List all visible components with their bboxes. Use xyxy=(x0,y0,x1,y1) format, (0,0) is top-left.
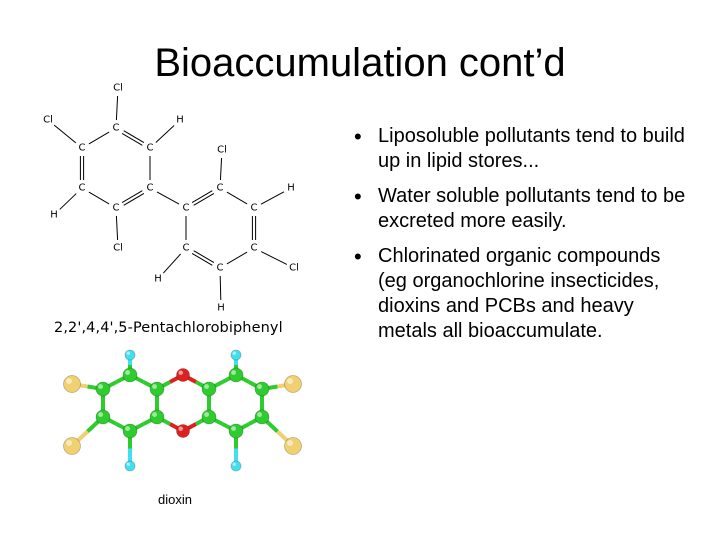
carbon-atom-ball xyxy=(228,367,244,383)
atom-highlight xyxy=(231,370,236,375)
atom-highlight xyxy=(204,384,209,389)
bond-line xyxy=(115,215,119,241)
atom-highlight xyxy=(98,412,104,417)
atom-label: Cl xyxy=(113,243,123,254)
atom-highlight xyxy=(66,440,72,446)
double-bond-line xyxy=(191,190,213,203)
carbon-atom-ball xyxy=(122,423,138,439)
bond-line xyxy=(59,193,77,210)
atom-label: C xyxy=(113,203,120,214)
atom-label: H xyxy=(287,183,295,194)
atom-label: C xyxy=(79,143,86,154)
carbon-atom-ball xyxy=(122,367,138,383)
carbon-atom-ball xyxy=(201,381,217,397)
atom-label: C xyxy=(147,183,154,194)
carbon-atom-ball xyxy=(95,409,111,425)
atom-label: H xyxy=(154,274,162,285)
bullet-item: Liposoluble pollutants tend to build up … xyxy=(352,124,692,174)
bond-line xyxy=(155,125,175,143)
atom-label: C xyxy=(251,243,258,254)
carbon-atom-ball xyxy=(254,409,270,425)
atom-highlight xyxy=(125,370,130,375)
atom-highlight xyxy=(232,351,236,355)
atom-label: C xyxy=(113,123,120,134)
double-bond-line xyxy=(193,193,215,206)
atom-highlight xyxy=(98,384,104,389)
atom-highlight xyxy=(125,426,130,431)
chlorine-atom-ball xyxy=(284,437,302,455)
atom-highlight xyxy=(204,412,209,417)
bond-line xyxy=(219,157,223,181)
atom-highlight xyxy=(287,440,293,446)
atom-label: C xyxy=(79,183,86,194)
atom-label: Cl xyxy=(289,263,299,274)
bullet-item: Chlorinated organic compounds (eg organo… xyxy=(352,244,692,344)
dioxin-caption: dioxin xyxy=(158,492,192,507)
slide-title: Bioaccumulation cont’d xyxy=(154,41,566,85)
bond-line xyxy=(226,191,248,205)
hydrogen-atom-ball xyxy=(230,460,242,472)
double-bond-line xyxy=(123,193,145,206)
atom-label: Cl xyxy=(113,83,123,94)
chlorine-atom-ball xyxy=(63,437,81,455)
atom-highlight xyxy=(66,378,72,384)
double-bond-line xyxy=(121,190,143,203)
chlorine-atom-ball xyxy=(284,375,302,393)
atom-highlight xyxy=(126,351,130,355)
bond-line xyxy=(88,191,110,205)
atom-highlight xyxy=(231,426,236,431)
carbon-atom-ball xyxy=(149,381,165,397)
pcb-compound-name: 2,2',4,4',5-Pentachlorobiphenyl xyxy=(54,320,283,336)
atom-label: H xyxy=(176,115,184,126)
atom-label: C xyxy=(251,203,258,214)
double-bond-line xyxy=(121,133,143,146)
atom-highlight xyxy=(257,412,262,417)
carbon-atom-ball xyxy=(95,381,111,397)
bond-line xyxy=(260,191,285,205)
bond-line xyxy=(88,131,110,145)
atom-label: C xyxy=(217,183,224,194)
bond-line xyxy=(162,253,182,274)
bond-line xyxy=(115,95,119,121)
double-bond-line xyxy=(193,250,215,263)
carbon-atom-ball xyxy=(228,423,244,439)
oxygen-atom-ball xyxy=(176,424,190,438)
bond-line xyxy=(260,251,288,265)
atom-highlight xyxy=(287,378,293,384)
bond-line xyxy=(226,251,248,265)
bond-line xyxy=(53,124,77,144)
hydrogen-atom-ball xyxy=(124,349,136,361)
atom-label: C xyxy=(147,143,154,154)
atom-label: C xyxy=(217,263,224,274)
dioxin-ball-stick-model xyxy=(63,349,302,472)
hydrogen-atom-ball xyxy=(230,349,242,361)
carbon-atom-ball xyxy=(201,409,217,425)
hydrogen-atom-ball xyxy=(124,460,136,472)
double-bond-line xyxy=(123,130,145,143)
carbon-atom-ball xyxy=(149,409,165,425)
atom-label: Cl xyxy=(217,145,227,156)
atom-label: C xyxy=(183,243,190,254)
atom-label: H xyxy=(50,210,58,221)
oxygen-atom-ball xyxy=(176,368,190,382)
bullet-list: Liposoluble pollutants tend to build up … xyxy=(352,124,692,354)
atom-highlight xyxy=(152,412,157,417)
atom-highlight xyxy=(178,426,184,431)
atom-label: Cl xyxy=(43,115,53,126)
atom-highlight xyxy=(178,370,184,375)
atom-highlight xyxy=(152,384,157,389)
atom-label: C xyxy=(183,203,190,214)
atom-label: H xyxy=(217,303,225,314)
carbon-atom-ball xyxy=(254,381,270,397)
chlorine-atom-ball xyxy=(63,375,81,393)
atom-highlight xyxy=(126,462,130,466)
atom-highlight xyxy=(232,462,236,466)
bond-line xyxy=(156,191,180,205)
double-bond-line xyxy=(191,253,213,266)
bullet-item: Water soluble pollutants tend to be excr… xyxy=(352,184,692,234)
bond-line xyxy=(219,275,222,301)
atom-highlight xyxy=(257,384,262,389)
